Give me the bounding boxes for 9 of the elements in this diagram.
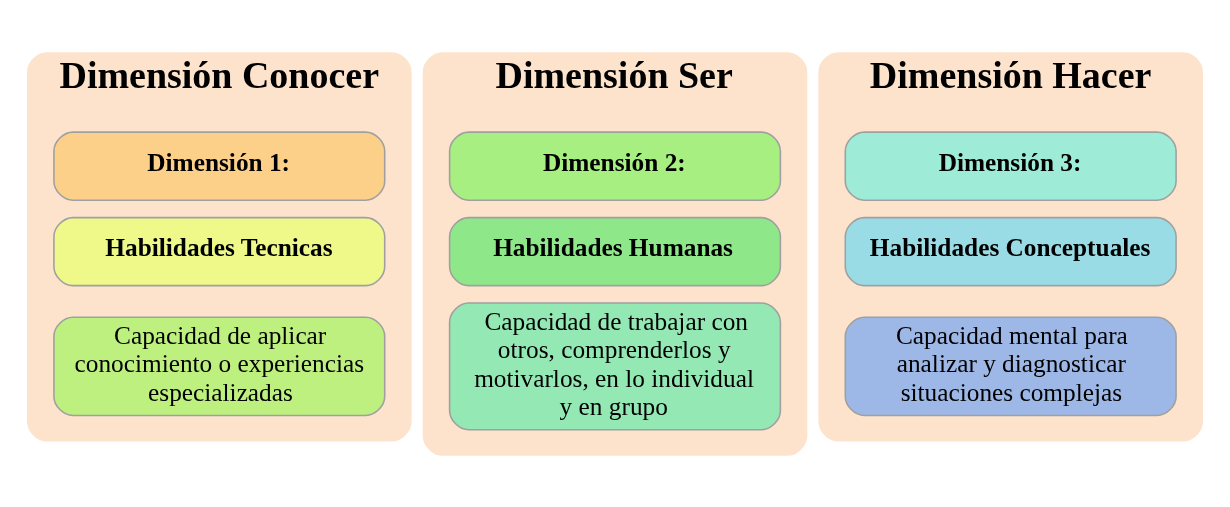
node-box: Habilidades Conceptuales [844, 216, 1177, 286]
node-box: Capacidad mental para analizar y diagnosticar situaciones complejas [844, 316, 1177, 416]
node-box: Habilidades Humanas [448, 216, 782, 286]
node-box: Dimensión 1: [53, 130, 386, 201]
node-box: Dimensión 2: [448, 130, 782, 201]
node-box: Dimensión 3: [844, 130, 1177, 201]
node-box: Capacidad de aplicar conocimiento o experiencias especializadas [53, 316, 386, 416]
node-box: Habilidades Tecnicas [53, 216, 386, 286]
node-box: Capacidad de trabajar con otros, comprenderlos y motivarlos, en lo individual y en grupo [448, 301, 782, 430]
